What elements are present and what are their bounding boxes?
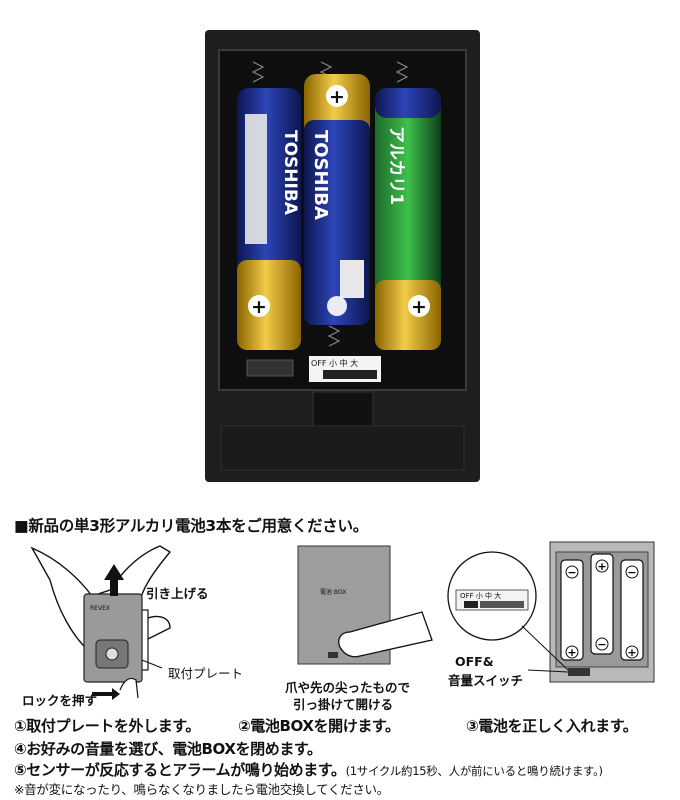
switch-label-line1: OFF& [455, 654, 494, 669]
finger-illustration [338, 611, 433, 658]
battery-right: アルカリ1 + [375, 88, 441, 350]
switch-label-line2: 音量スイッチ [448, 673, 524, 688]
battery-left-plus-sign: + [567, 646, 576, 659]
lock-arrow [92, 688, 120, 700]
step-2: ②電池BOXを開けます。 [238, 717, 400, 735]
switch-slot [246, 359, 294, 377]
latch-tab [312, 391, 374, 427]
figure-insert-batteries: − + + − − + OFF 小 中 大 [447, 541, 655, 683]
pull-up-label: 引き上げる [146, 586, 209, 601]
step-1: ①取付プレートを外します。 [14, 717, 201, 735]
step-5-note: (1サイクル約15秒、人が前にいると鳴り続けます。) [345, 764, 603, 778]
battery-middle-brand: TOSHIBA [310, 130, 331, 220]
battery-box-cover-label: 電池 BOX [320, 588, 346, 596]
battery-right-plus: + [411, 296, 427, 318]
step-5: ⑤センサーが反応するとアラームが鳴り始めます。(1サイクル約15秒、人が前にいる… [14, 759, 603, 780]
pull-up-arrow [104, 564, 124, 596]
battery-right-minus: − [627, 566, 636, 579]
headline: ■新品の単3形アルカリ電池3本をご用意ください。 [14, 517, 368, 535]
diagram-battery-middle: + − [590, 553, 614, 655]
figure-open-battery-box: 電池 BOX [297, 545, 433, 665]
lock-label: ロックを押す [22, 693, 98, 708]
battery-left-plus: + [251, 296, 267, 318]
step-3: ③電池を正しく入れます。 [466, 717, 638, 735]
volume-switch-label: OFF 小 中 大 [311, 358, 358, 368]
mounting-plate-label: 取付プレート [168, 666, 244, 681]
step-5-text: ⑤センサーが反応するとアラームが鳴り始めます。 [14, 761, 346, 779]
battery-right-label-1: アルカリ1 [386, 126, 406, 205]
step-4: ④お好みの音量を選び、電池BOXを閉めます。 [14, 740, 322, 758]
battery-left-minus: − [567, 566, 576, 579]
switch-inset-label: OFF 小 中 大 [460, 591, 501, 600]
battery-left: TOSHIBA + [237, 88, 301, 350]
battery-middle-plus: + [329, 86, 345, 108]
battery-left-brand: TOSHIBA [280, 130, 300, 216]
battery-middle-plus-sign: + [597, 560, 606, 573]
diagram-battery-left: − + [560, 559, 584, 661]
open-caption-line1: 爪や先の尖ったもので [285, 680, 411, 695]
diagram-battery-right: − + [620, 559, 644, 661]
figure-remove-plate: REVEX [30, 545, 172, 700]
battery-right-plus-sign: + [627, 646, 636, 659]
battery-replacement-note: ※音が変になったり、鳴らなくなりましたら電池交換してください。 [14, 782, 389, 797]
battery-middle: + TOSHIBA [304, 74, 370, 325]
device-brand: REVEX [90, 605, 110, 612]
battery-box-photo: TOSHIBA + + TOSHIBA アルカリ1 + OFF 小 中 大 [205, 30, 480, 482]
spring-contacts-bottom [327, 325, 341, 347]
battery-middle-minus: − [597, 638, 606, 651]
open-caption-line2: 引っ掛けて開ける [293, 697, 394, 712]
